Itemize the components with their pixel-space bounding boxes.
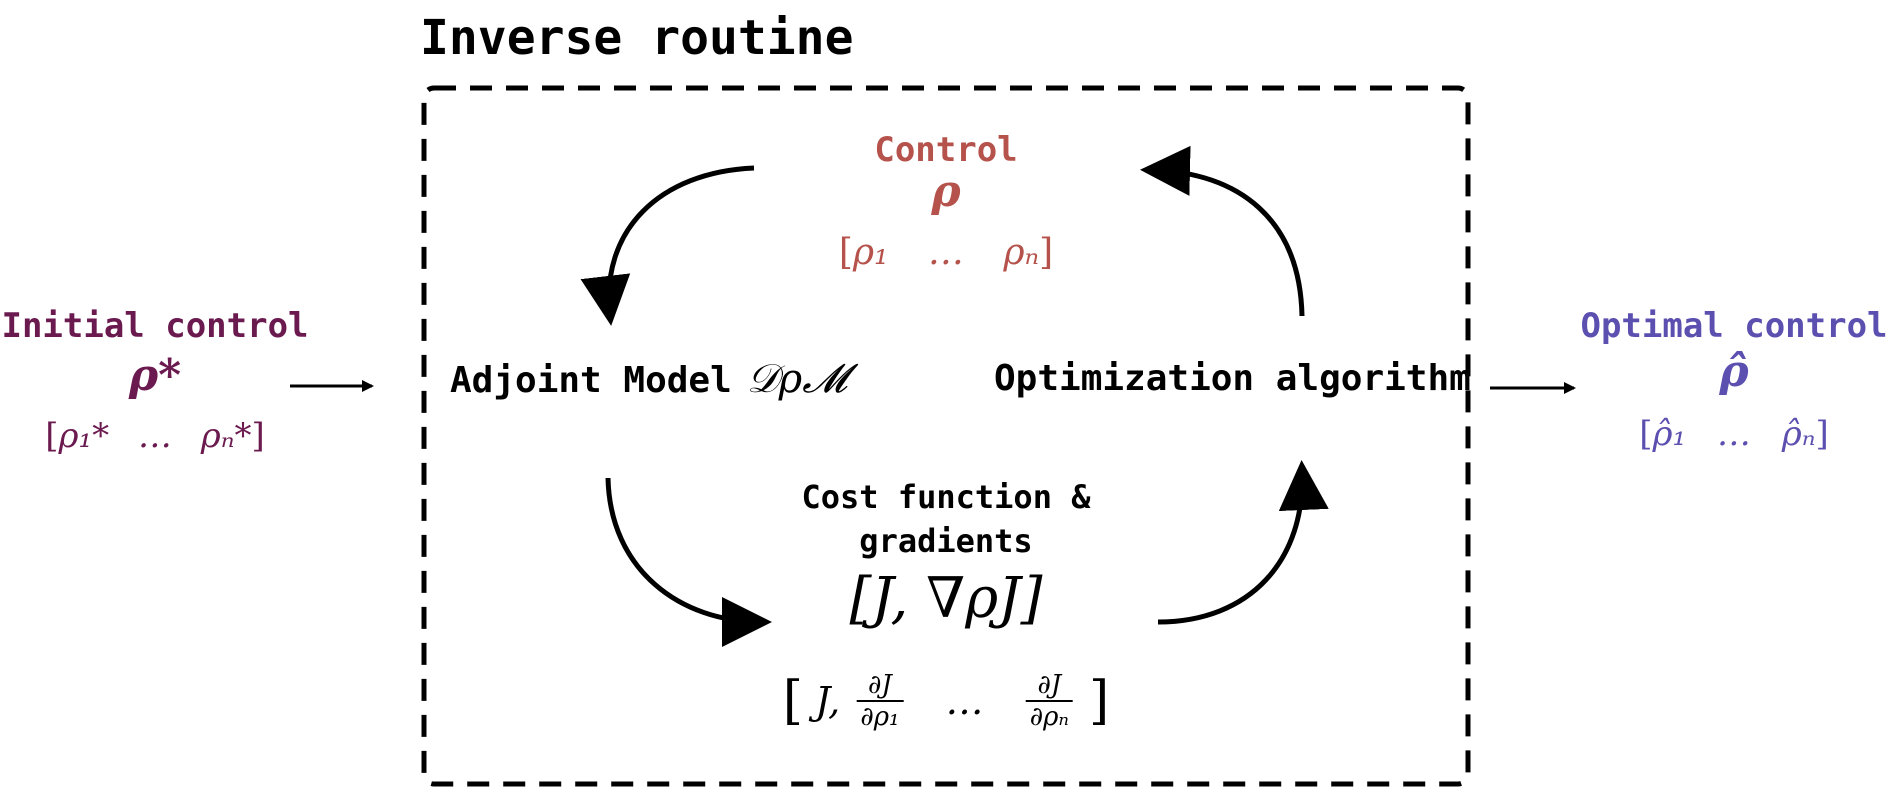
optimization-algorithm-label: Optimization algorithm <box>994 358 1471 399</box>
partial-frac-first: ∂J ∂ρ₁ <box>856 670 904 732</box>
control-vector: [ρ₁ … ρₙ] <box>838 232 1054 273</box>
optimal-control-label: Optimal control <box>1580 306 1888 346</box>
adjoint-model-symbol: 𝒟ρ𝓜 <box>746 356 848 402</box>
optimal-control-vector: [ρ̂₁ … ρ̂ₙ] <box>1639 414 1829 454</box>
inverse-routine-box <box>421 85 1471 787</box>
adjoint-model-node: Adjoint Model 𝒟ρ𝓜 <box>450 356 847 402</box>
cost-function-label: Cost function & <box>801 478 1091 516</box>
cost-expanded-expression: [ J, ∂J ∂ρ₁ … ∂J ∂ρₙ ] <box>782 670 1110 732</box>
arrow-optimization-to-control <box>1140 145 1305 317</box>
initial-control-symbol: ρ* <box>128 350 182 401</box>
initial-control-label: Initial control <box>1 306 309 346</box>
control-symbol: ρ <box>931 166 961 217</box>
arrow-control-to-adjoint <box>580 165 755 326</box>
optimal-control-symbol: ρ̂ <box>1719 346 1749 397</box>
control-label: Control <box>874 130 1018 170</box>
partial-frac-last: ∂J ∂ρₙ <box>1025 670 1073 732</box>
arrow-cost-to-optimization <box>1157 460 1329 625</box>
cost-expression: [J, ∇ρJ] <box>849 566 1043 631</box>
arrow-adjoint-to-cost <box>605 477 772 647</box>
adjoint-model-label: Adjoint Model <box>450 360 732 401</box>
gradients-label: gradients <box>859 522 1033 560</box>
diagram-title: Inverse routine <box>420 10 854 66</box>
initial-control-vector: [ρ₁* … ρₙ*] <box>45 416 265 456</box>
